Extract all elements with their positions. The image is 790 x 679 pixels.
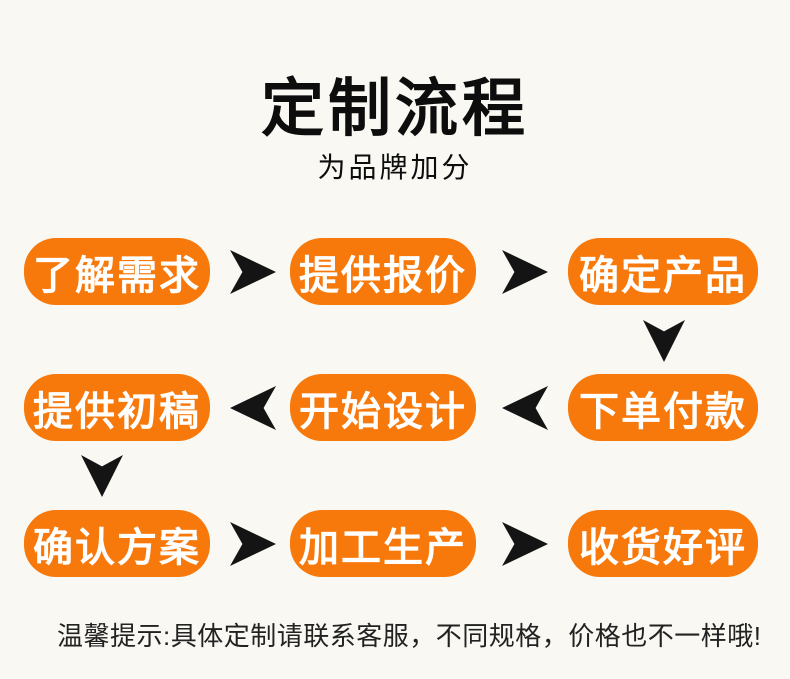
flow-step-confirm-product: 确定产品: [568, 238, 758, 305]
flow-step-receive-review: 收货好评: [568, 510, 758, 577]
flow-step-place-order-pay: 下单付款: [568, 374, 758, 441]
warm-tip-note: 温馨提示:具体定制请联系客服，不同规格，价格也不一样哦!: [57, 621, 762, 651]
arrow-left-icon: [502, 386, 548, 430]
page-title: 定制流程: [261, 74, 529, 144]
flow-step-production: 加工生产: [290, 510, 476, 577]
flow-step-provide-quote: 提供报价: [290, 238, 476, 305]
arrow-down-icon: [81, 455, 123, 497]
arrow-down-icon: [643, 320, 685, 362]
flow-step-confirm-plan: 确认方案: [24, 510, 210, 577]
page-subtitle: 为品牌加分: [317, 152, 473, 183]
flow-step-provide-draft: 提供初稿: [24, 374, 210, 441]
flow-step-start-design: 开始设计: [290, 374, 476, 441]
flow-step-understand-needs: 了解需求: [24, 238, 210, 305]
arrow-right-icon: [502, 522, 548, 566]
arrow-right-icon: [230, 522, 276, 566]
arrow-right-icon: [502, 250, 548, 294]
arrow-left-icon: [230, 386, 276, 430]
arrow-right-icon: [230, 250, 276, 294]
